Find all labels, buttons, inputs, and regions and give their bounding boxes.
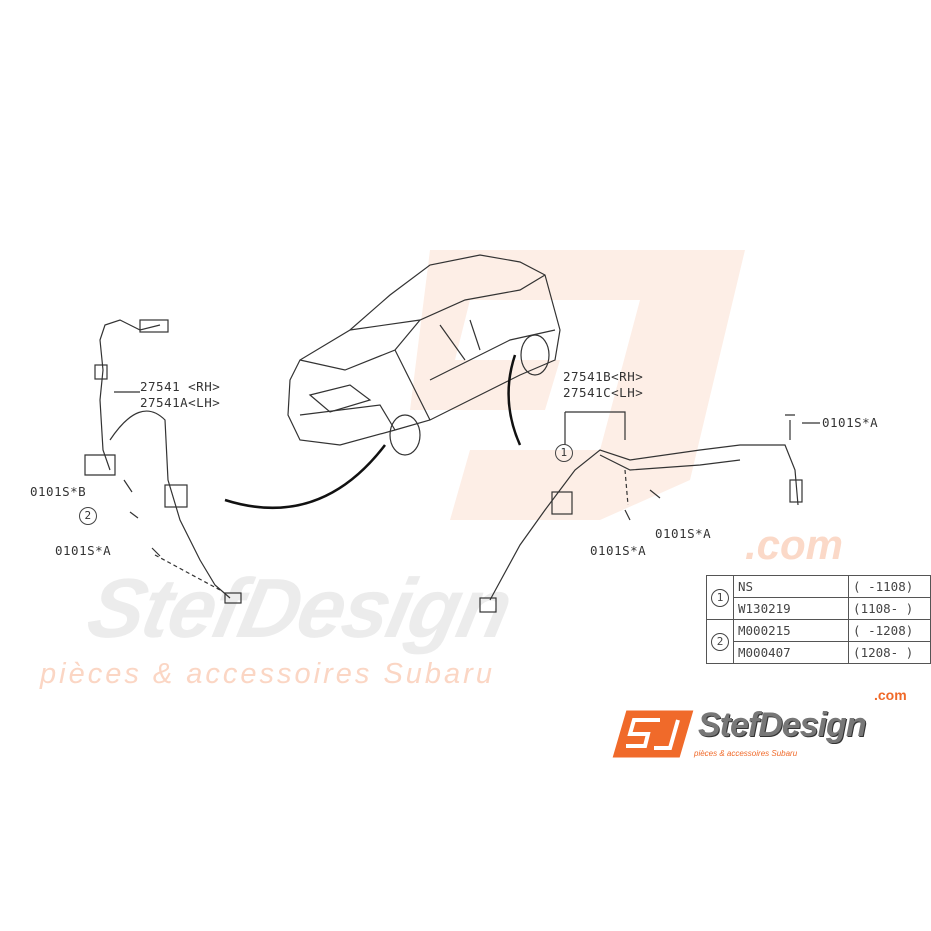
code-cell: M000215: [732, 619, 850, 642]
ref-1-badge: 1: [711, 588, 729, 607]
right-pointer-curve: [507, 354, 522, 446]
code-cell: NS: [732, 575, 850, 598]
table-row: 1 NS ( -1108): [706, 575, 931, 620]
callout-right-bolt-a-mid: 0101S*A: [655, 526, 712, 541]
callout-right-bolt-a-top: 0101S*A: [822, 415, 879, 430]
table-row: M000407 (1208- ): [707, 641, 931, 664]
callout-left-bolt-b: 0101S*B: [30, 484, 87, 499]
callout-left-part-lh: 27541A<LH>: [140, 395, 221, 410]
left-pointer-curve: [224, 444, 386, 510]
callout-right-ref-1: 1: [555, 444, 573, 462]
part-code-table: 1 NS ( -1108) W130219 (1108- ) 2 M000215…: [706, 575, 931, 664]
callout-right-bolt-a-low: 0101S*A: [590, 543, 647, 558]
range-cell: (1108- ): [848, 597, 931, 620]
logo-name: StefDesign: [698, 706, 867, 744]
code-cell: M000407: [732, 641, 850, 664]
table-row: 2 M000215 ( -1208): [706, 619, 931, 664]
callout-right-part-rh: 27541B<RH>: [563, 369, 644, 384]
range-cell: ( -1208): [848, 619, 931, 642]
callout-left-bolt-a: 0101S*A: [55, 543, 112, 558]
car-illustration: [287, 254, 561, 456]
range-cell: (1208- ): [848, 641, 931, 664]
callout-right-part-lh: 27541C<LH>: [563, 385, 644, 400]
watermark-tagline: pièces & accessoires Subaru: [40, 658, 495, 690]
watermark-domain: .com: [745, 521, 844, 568]
range-cell: ( -1108): [848, 575, 931, 598]
left-abs-sensor-harness: [84, 319, 242, 604]
logo-tagline: pièces & accessoires Subaru: [694, 749, 798, 758]
callout-left-ref-2: 2: [79, 507, 97, 525]
ref-2-badge: 2: [711, 632, 729, 651]
code-cell: W130219: [732, 597, 850, 620]
logo-domain: .com: [874, 687, 907, 703]
right-abs-sensor-harness: [479, 411, 820, 613]
sj-logo-mark: [612, 710, 695, 759]
callout-left-part-rh: 27541 <RH>: [140, 379, 221, 394]
stefdesign-logo: StefDesign .com pièces & accessoires Sub…: [612, 688, 922, 760]
table-row: W130219 (1108- ): [707, 597, 931, 620]
